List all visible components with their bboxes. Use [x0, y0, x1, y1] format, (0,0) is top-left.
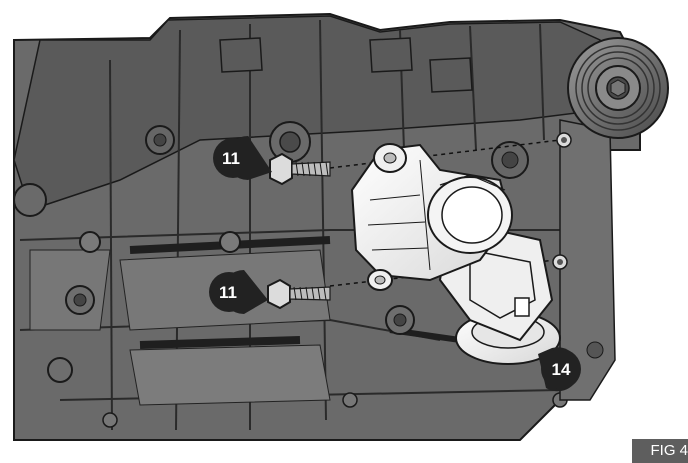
- callout-label: 11: [219, 283, 237, 302]
- belt-tensioner: [350, 143, 561, 365]
- idler-pulley: [567, 37, 669, 139]
- callout-label: 14: [552, 360, 571, 379]
- callout-11-lower: 11: [209, 270, 268, 314]
- callout-14: 14: [538, 347, 581, 392]
- bolt-upper: [269, 152, 331, 186]
- mounting-holes: [552, 132, 572, 270]
- callout-label: 11: [222, 149, 240, 168]
- callout-11-upper: 11: [213, 135, 272, 180]
- figure-label: FIG 4: [632, 439, 688, 463]
- bolt-lower: [267, 278, 331, 310]
